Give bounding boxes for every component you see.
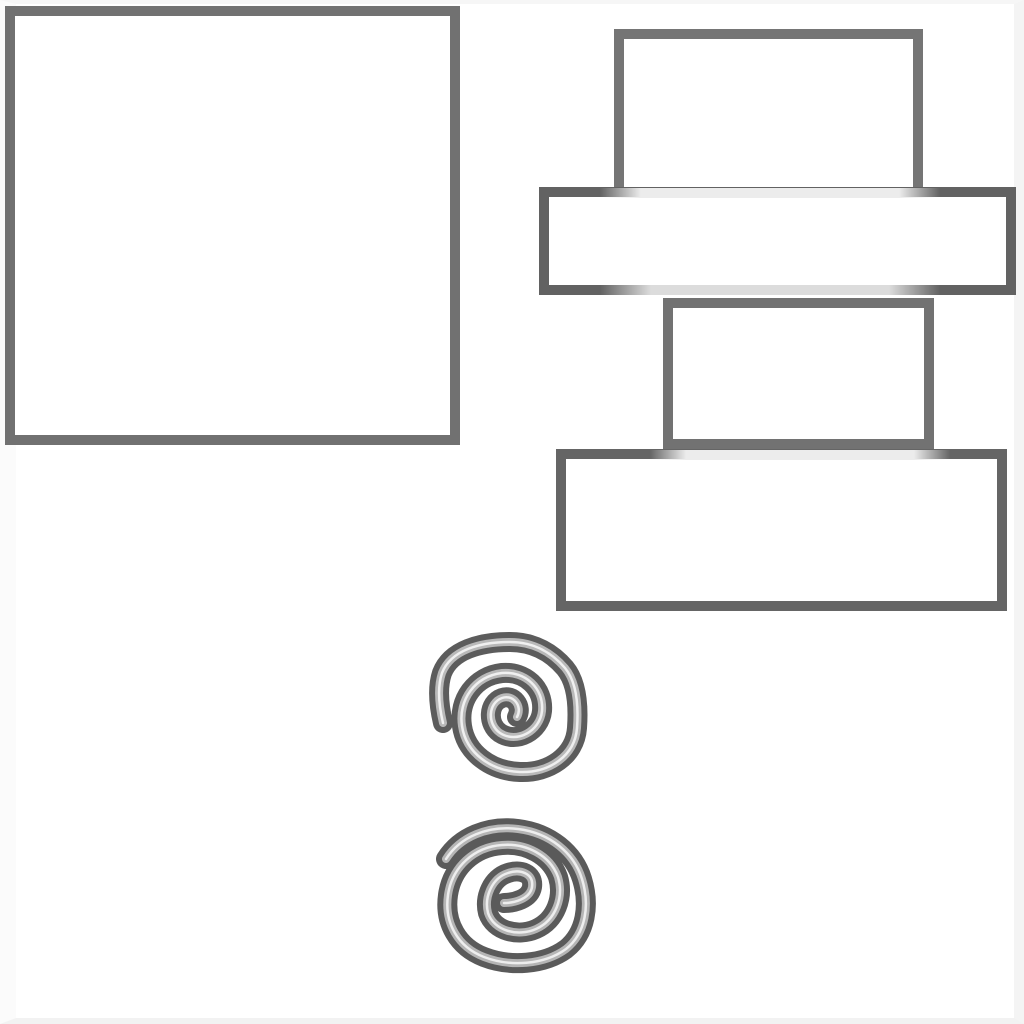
bottom-rect-outline — [556, 449, 1007, 611]
mid-rect-outline — [663, 298, 934, 449]
top-rect-outline — [614, 29, 923, 199]
seam-top — [600, 188, 940, 198]
spiral-top — [425, 628, 595, 793]
seam-middle — [600, 285, 940, 295]
spiral-bottom — [422, 815, 597, 975]
seam-bottom — [650, 450, 950, 460]
spiral-top-icon — [429, 632, 588, 782]
wide-rect-outline — [539, 187, 1016, 295]
spiral-bottom-icon — [436, 818, 596, 974]
large-square-outline — [5, 6, 460, 445]
